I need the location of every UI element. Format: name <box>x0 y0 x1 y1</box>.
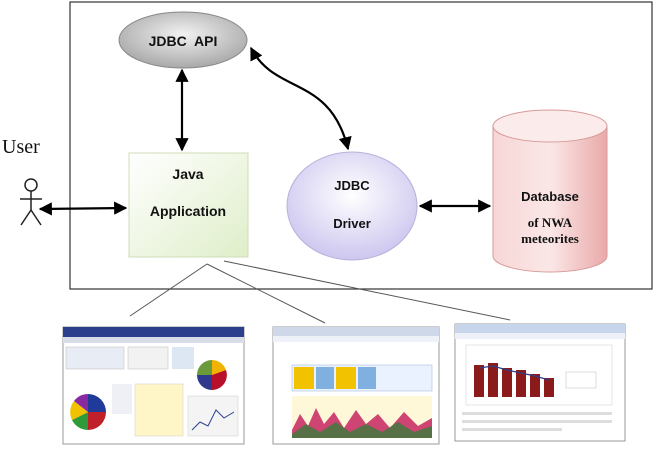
browser-screenshot <box>272 326 440 445</box>
database-line3: meteorites <box>521 231 579 246</box>
dashboard-screenshot <box>62 326 245 445</box>
jdbc-api-node: JDBC API <box>118 11 248 69</box>
jdbc-driver-node: JDBC Driver <box>286 151 418 261</box>
callout-lines <box>129 260 511 324</box>
small-pie-chart-icon <box>197 360 227 390</box>
java-app-line2: Application <box>150 203 226 219</box>
database-line1: Database <box>521 189 579 204</box>
database-node: Database of NWA meteorites <box>492 109 608 273</box>
jdbc-driver-line2: Driver <box>333 216 371 231</box>
report-screenshot <box>454 323 626 442</box>
large-pie-chart-icon <box>70 394 106 430</box>
jdbc-api-label: JDBC API <box>149 33 218 49</box>
java-application-node: Java Application <box>128 152 249 258</box>
database-line2: of NWA <box>528 215 573 230</box>
user-label: User <box>2 136 40 158</box>
user-stick-figure-icon <box>20 178 42 226</box>
jdbc-driver-line1: JDBC <box>334 178 370 193</box>
arrow-user-app <box>38 201 128 216</box>
java-app-line1: Java <box>172 166 203 182</box>
arrow-api-driver <box>250 46 352 151</box>
